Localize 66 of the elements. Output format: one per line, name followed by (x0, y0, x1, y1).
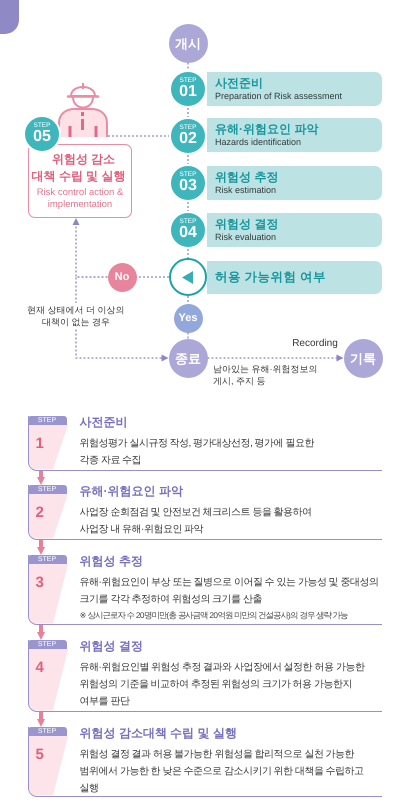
record-circle: 기록 (344, 338, 382, 378)
step-description: 위험성 결정 결과 허용 불가능한 위험성을 합리적으로 실천 가능한 범위에서 가능한 한 낮은 수준으로 감소시키기 위한 대책을 수립하고 실행 (80, 748, 365, 796)
step-description: 사업장 순회점검 및 안전보건 체크리스트 등을 활용하여 사업장 내 유해·위험요인 파악 (80, 506, 313, 537)
note-text: 남아있는 유해·위험정보의 게시, 주지 등 (213, 363, 318, 387)
step-number: 2 (36, 504, 44, 521)
connector-line (136, 276, 169, 278)
step-title: 위험성 결정 (80, 639, 143, 654)
action-box (28, 144, 132, 218)
step-subtitle: Hazards identification (215, 137, 302, 148)
action-subtitle: Risk control action & implementation (36, 187, 124, 211)
worker-icon (58, 80, 108, 137)
arrow (37, 540, 45, 555)
arrow (75, 276, 168, 362)
step-title: 위험성 감소대책 수립 및 실행 (80, 726, 237, 741)
step-subtitle: Preparation of Risk assessment (215, 91, 342, 102)
step-title: 위험성 결정 (215, 217, 278, 232)
connector-line (187, 155, 189, 164)
end-circle: 종료 (168, 338, 208, 378)
step-card (28, 485, 382, 540)
step-card (28, 555, 382, 625)
decision-circle (169, 258, 207, 296)
connector-line (187, 249, 189, 258)
step-card (28, 640, 382, 712)
step-number: 1 (36, 435, 44, 452)
step-title: 위험성 추정 (80, 554, 143, 569)
step-bar (207, 118, 382, 152)
step-bar (207, 72, 382, 106)
step-number: 01 (179, 84, 197, 100)
step-number: 4 (36, 659, 44, 676)
step-bar (207, 166, 382, 200)
step-title: 유해·위험요인 파악 (80, 484, 183, 499)
step-title: 위험성 추정 (215, 170, 278, 185)
connector-line (108, 135, 169, 137)
step-card (28, 727, 382, 797)
connector-line (187, 108, 189, 117)
step-subtitle: Risk evaluation (215, 232, 276, 243)
step-number: 5 (36, 746, 44, 763)
arrow (37, 471, 45, 485)
connector-line (187, 62, 189, 70)
connector-line (187, 296, 189, 304)
step-subtitle: Risk estimation (215, 185, 276, 196)
step-number: 3 (36, 574, 44, 591)
edge-label: Recording (290, 337, 340, 351)
step-title: 사전준비 (215, 76, 263, 91)
step-bar (207, 213, 382, 247)
step-description: 유해·위험요인별 위험성 추정 결과와 사업장에서 설정한 허용 가능한 위험성의 기준을 비교하여 추정된 위험성의 크기가 허용 가능한지 여부를 판단 (80, 661, 366, 709)
step-description: 유해·위험요인이 부상 또는 질병으로 이어질 수 있는 가능성 및 중대성의 크기를 각각 추정하여 위험성의 크기를 산출 (80, 576, 380, 607)
step-card (28, 416, 382, 471)
question-bar: 허용 가능위험 여부 (207, 261, 382, 294)
connector-line (187, 202, 189, 211)
arrow (37, 625, 45, 640)
action-title: 위험성 감소 대책 수립 및 실행 (30, 151, 126, 185)
arrow (208, 354, 344, 362)
step-description: 위험성평가 실시규정 작성, 평가대상선정, 평가에 필요한 각종 자료 수집 (80, 437, 316, 468)
step-number: 05 (33, 128, 51, 144)
start-circle: 개시 (168, 24, 208, 62)
arrow (37, 712, 45, 727)
step-number: 03 (179, 178, 197, 194)
yes-circle: Yes (174, 304, 202, 332)
step-note: ※ 상시근로자 수 20명미만(총 공사금액 20억원 미만의 건설공사)의 경우 생략 가능 (80, 609, 348, 622)
step-title: 사전준비 (80, 415, 128, 430)
step-number: 02 (179, 130, 197, 146)
connector-line (187, 332, 189, 338)
no-circle: No (108, 262, 136, 292)
step-number: 04 (179, 224, 197, 240)
step-title: 유해·위험요인 파악 (215, 122, 318, 137)
